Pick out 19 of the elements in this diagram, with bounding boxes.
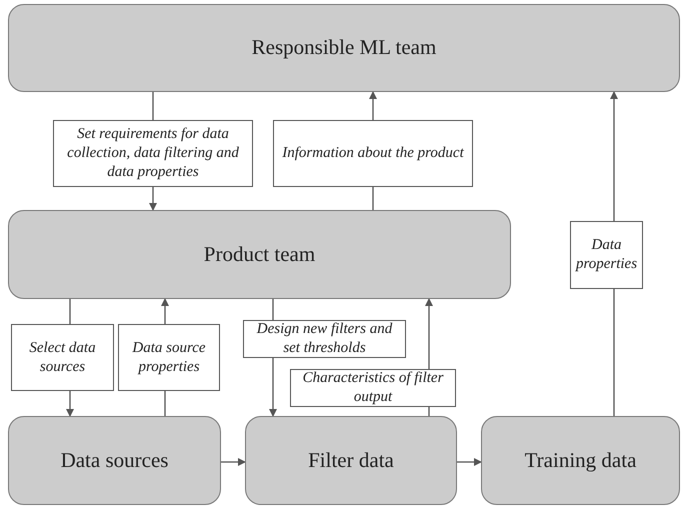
edge-label: Select data sources: [11, 324, 114, 391]
node-label: Data sources: [60, 446, 168, 474]
process-box: [8, 210, 511, 299]
edge-label: Data source properties: [118, 324, 220, 391]
process-box: [8, 416, 221, 505]
edge-label: Design new filters and set thresholds: [243, 320, 406, 358]
process-box: [245, 416, 457, 505]
edge-label: Set requirements for data collection, data filtering and data properties: [53, 120, 253, 187]
arrow: [457, 458, 482, 466]
node-label: Product team: [204, 240, 316, 268]
process-box: [481, 416, 680, 505]
arrow: [221, 458, 246, 466]
node-label: Training data: [524, 446, 636, 474]
node-label: Filter data: [308, 446, 394, 474]
edge-label: Information about the product: [273, 120, 473, 187]
edge-label: Characteristics of filter output: [290, 369, 456, 407]
process-box: [8, 4, 680, 92]
edge-label: Data properties: [570, 221, 643, 289]
node-label: Responsible ML team: [252, 34, 436, 62]
